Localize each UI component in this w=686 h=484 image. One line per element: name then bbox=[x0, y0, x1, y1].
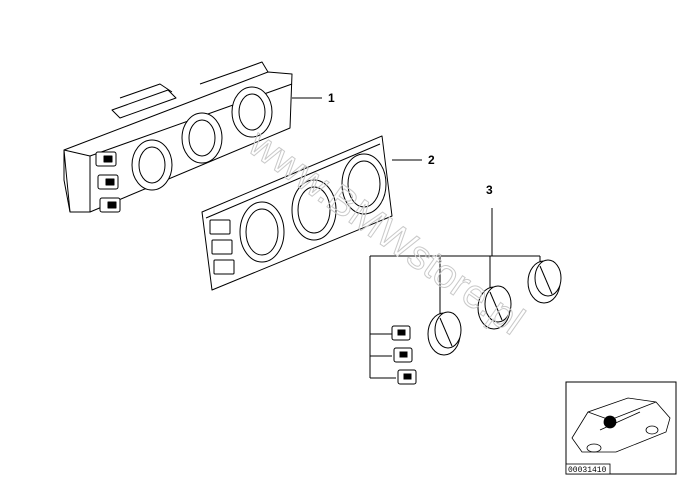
push-button bbox=[391, 325, 411, 341]
rotary-knob bbox=[527, 259, 562, 304]
knobs-and-buttons bbox=[369, 208, 562, 385]
callout-part-3: 3 bbox=[486, 183, 493, 197]
callout-part-1: 1 bbox=[328, 91, 335, 105]
callout-part-2: 2 bbox=[428, 153, 435, 167]
push-button bbox=[397, 369, 417, 385]
push-button bbox=[393, 347, 413, 363]
reference-code: 00031410 bbox=[568, 466, 607, 475]
car-thumbnail-icon bbox=[571, 397, 671, 453]
control-panel-housing bbox=[63, 61, 293, 213]
faceplate-bezel bbox=[201, 135, 393, 291]
reference-inset: 00031410 bbox=[565, 381, 677, 475]
rotary-knob bbox=[427, 311, 462, 356]
rotary-knob bbox=[477, 285, 512, 330]
leader-lines bbox=[292, 97, 422, 161]
